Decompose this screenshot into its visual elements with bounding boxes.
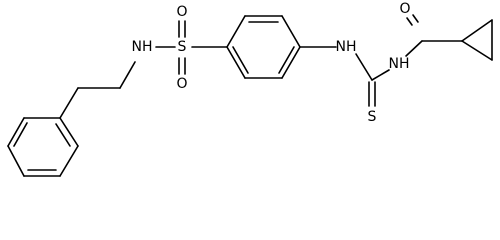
sulfonyl-sulfur-label: S — [178, 39, 187, 55]
sulfonyl-oxygen-bottom-label: O — [176, 76, 187, 92]
ethyl-linker — [59, 61, 136, 119]
carbonyl-oxygen-label: O — [399, 1, 410, 17]
thiourea-sulfur-label: S — [368, 109, 377, 125]
thiourea-nh-left-label: NH — [336, 39, 357, 55]
thiourea-nh-right-label: NH — [389, 56, 410, 72]
sulfonamide-nh-label: NH — [132, 39, 153, 55]
cyclopropyl-ring — [461, 19, 493, 61]
sulfonyl-double-bonds — [178, 20, 186, 75]
acyl-bonds — [405, 14, 463, 57]
bonds — [7, 14, 493, 177]
thiourea-bonds — [355, 53, 390, 107]
atom-labels: O S O NH NH S NH O — [132, 1, 411, 125]
sulfonyl-oxygen-top-label: O — [176, 4, 187, 20]
phenyl-ring — [7, 117, 79, 177]
benzene-ring — [226, 15, 301, 79]
chemical-structure: O S O NH NH S NH O — [7, 1, 493, 177]
